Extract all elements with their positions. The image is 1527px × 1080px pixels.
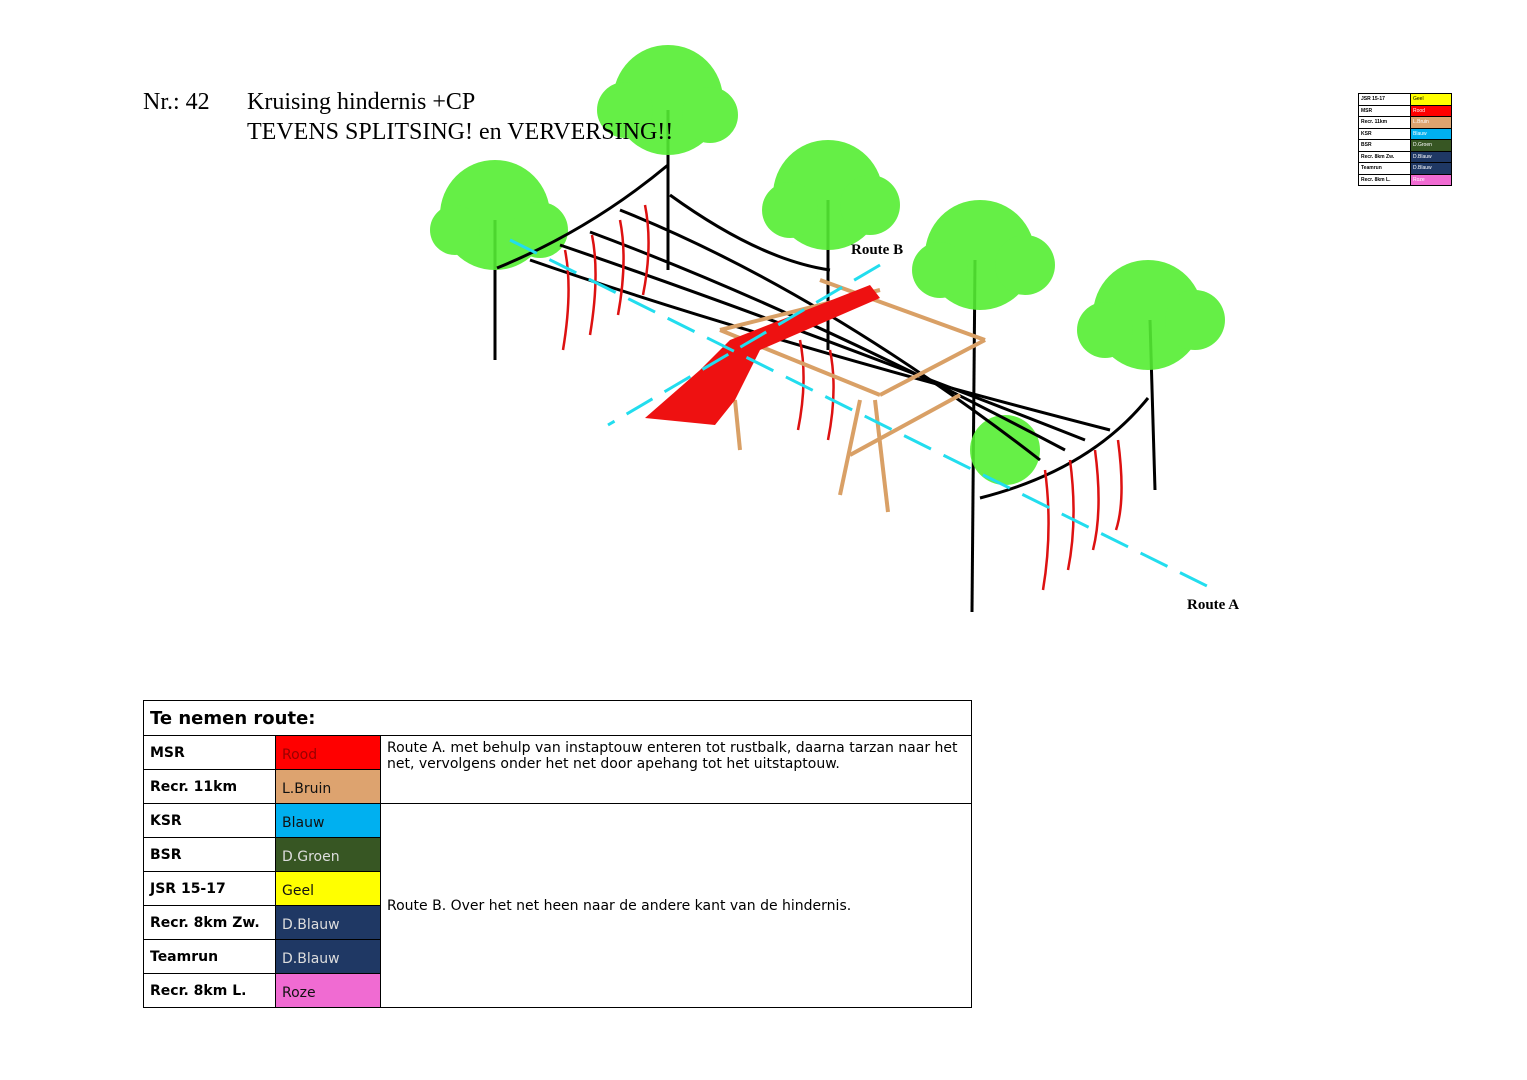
route-b-label: Route B — [851, 242, 903, 258]
route-a-label: Route A — [1187, 597, 1239, 613]
mini-legend-name: JSR 15-17 — [1358, 93, 1411, 106]
tree-crowns — [430, 45, 1225, 485]
route-arrows — [509, 238, 1216, 592]
category-name: BSR — [143, 837, 276, 872]
obstacle-diagram: Route A Route B — [430, 45, 1239, 613]
category-color: D.Groen — [275, 837, 381, 872]
category-color: Rood — [275, 735, 381, 770]
mini-legend-name: KSR — [1358, 127, 1411, 140]
mini-legend-name: Recr. 11km — [1358, 116, 1411, 129]
category-name: Recr. 8km Zw. — [143, 905, 276, 940]
obstacle-number: Nr.: 42 — [143, 89, 210, 115]
route-table-title: Te nemen route: — [143, 700, 972, 736]
mini-legend-color: Rood — [1410, 104, 1452, 117]
mini-legend-name: Teamrun — [1358, 162, 1411, 175]
mini-legend-color: Roze — [1410, 173, 1452, 186]
table-row: Recr. 8km L.Roze — [143, 973, 972, 1008]
mini-legend-name: MSR — [1358, 104, 1411, 117]
mini-legend-row: Recr. 8km L.Roze — [1358, 173, 1452, 186]
mini-legend-color: L.Bruin — [1410, 116, 1452, 129]
category-name: Recr. 8km L. — [143, 973, 276, 1008]
hanging-ropes — [561, 204, 1123, 591]
mini-legend-color: Blauw — [1410, 127, 1452, 140]
climbing-net — [645, 285, 880, 425]
category-name: Teamrun — [143, 939, 276, 974]
mini-legend-name: Recr. 8km L. — [1358, 173, 1411, 186]
category-name: Recr. 11km — [143, 769, 276, 804]
category-color: D.Blauw — [275, 905, 381, 940]
mini-legend-color: D.Blauw — [1410, 150, 1452, 163]
mini-legend-color: D.Groen — [1410, 139, 1452, 152]
category-name: KSR — [143, 803, 276, 838]
route-a-description: Route A. met behulp van instaptouw enter… — [380, 735, 972, 804]
category-color: Roze — [275, 973, 381, 1008]
page-subtitle: TEVENS SPLITSING! en VERVERSING!! — [247, 119, 674, 145]
page-title: Kruising hindernis +CP — [247, 89, 476, 115]
category-name: JSR 15-17 — [143, 871, 276, 906]
mini-legend-name: BSR — [1358, 139, 1411, 152]
mini-legend-color: D.Blauw — [1410, 162, 1452, 175]
category-color: L.Bruin — [275, 769, 381, 804]
mini-legend-color: Geel — [1410, 93, 1452, 106]
category-color: Geel — [275, 871, 381, 906]
route-b-description: Route B. Over het net heen naar de ander… — [380, 803, 972, 1008]
category-name: MSR — [143, 735, 276, 770]
category-color: Blauw — [275, 803, 381, 838]
category-color: D.Blauw — [275, 939, 381, 974]
mini-legend-row: Recr. 8km Zw.D.Blauw — [1358, 150, 1452, 163]
mini-legend-name: Recr. 8km Zw. — [1358, 150, 1411, 163]
